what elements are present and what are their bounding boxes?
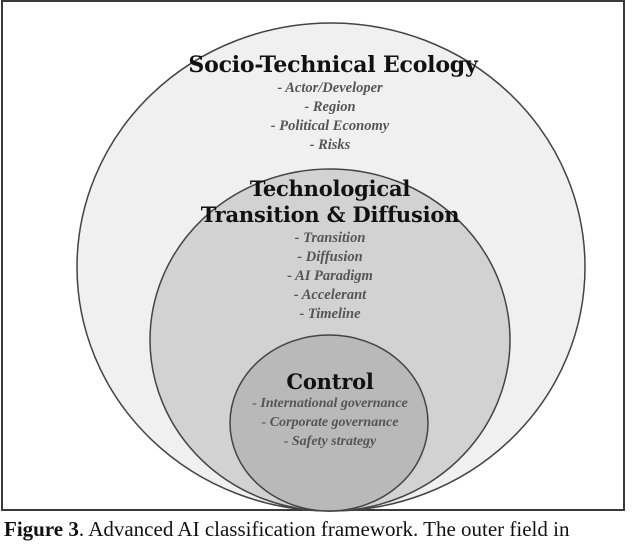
inner-circle-control <box>229 334 429 512</box>
middle-ring-title-line2: Transition & Diffusion <box>200 202 460 227</box>
inner-ring-item: - Safety strategy <box>283 434 377 449</box>
inner-ring-item: - Corporate governance <box>261 415 399 430</box>
outer-ring-item: - Risks <box>309 137 351 153</box>
middle-ring-item: - Transition <box>294 230 366 246</box>
outer-ring-item: - Political Economy <box>270 118 390 134</box>
middle-ring-title-line1: Technological <box>249 176 411 201</box>
inner-ring-title: Control <box>286 369 374 394</box>
inner-ring-item: - International governance <box>252 396 408 411</box>
outer-ring-title: Socio-Technical Ecology <box>188 52 478 78</box>
figure-label: Figure 3 <box>4 517 79 541</box>
figure-caption: Figure 3. Advanced AI classification fra… <box>4 514 640 544</box>
middle-ring-item: - AI Paradigm <box>287 268 373 284</box>
middle-ring-item: - Accelerant <box>293 287 367 303</box>
middle-ring-item: - Timeline <box>299 306 361 322</box>
outer-ring-item: - Region <box>304 99 356 115</box>
caption-text: . Advanced AI classification framework. … <box>78 517 570 541</box>
middle-ring-item: - Diffusion <box>297 249 363 265</box>
outer-ring-item: - Actor/Developer <box>277 80 383 96</box>
